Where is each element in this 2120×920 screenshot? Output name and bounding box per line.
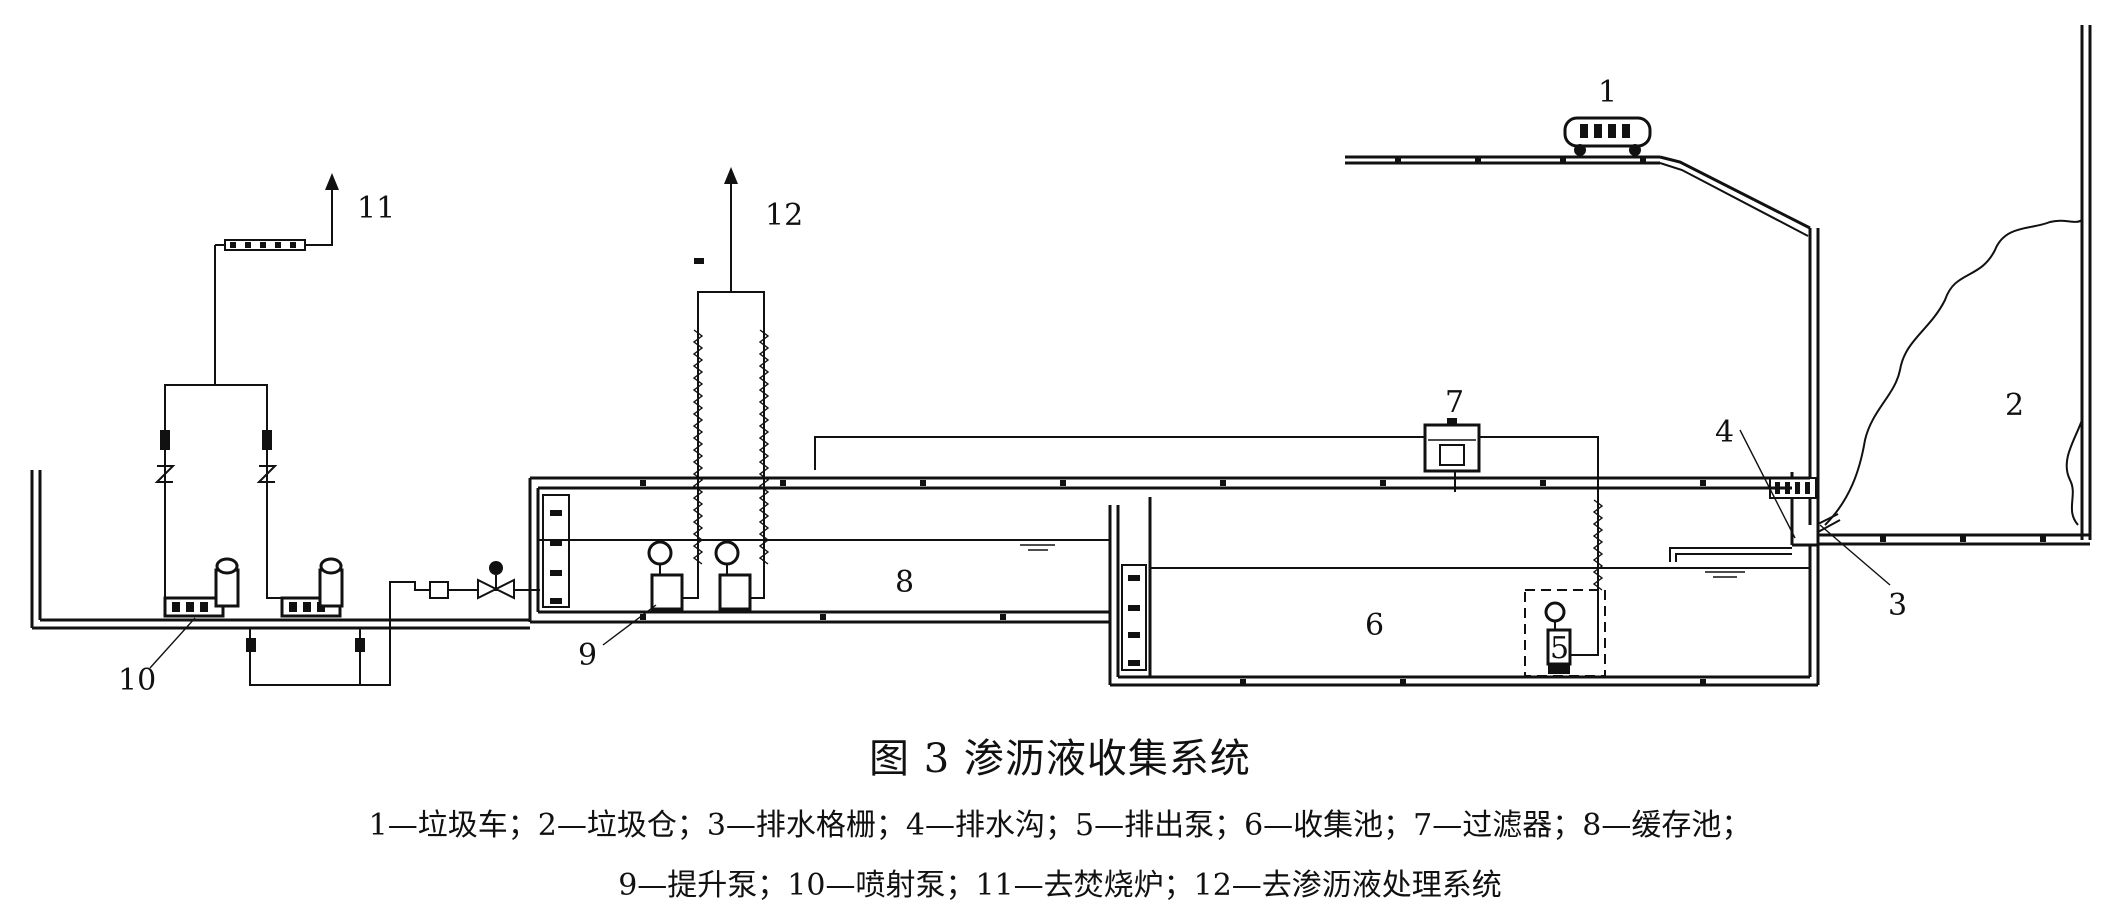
garbage-bunker [1345, 25, 2092, 546]
figure-legend-line-2: 9—提升泵；10—喷射泵；11—去焚烧炉；12—去渗沥液处理系统 [618, 868, 1502, 903]
riser-pipes [692, 167, 770, 580]
left-floor [30, 470, 530, 686]
label-1: 1 [1598, 75, 1617, 110]
filter-icon [1423, 418, 1481, 473]
label-6: 6 [1365, 608, 1384, 643]
label-9: 9 [578, 638, 597, 673]
label-2: 2 [2005, 388, 2024, 423]
incinerator-feed-pipe [154, 173, 540, 600]
garbage-truck-icon [1563, 116, 1652, 156]
figure-legend-line-1: 1—垃圾车；2—垃圾仓；3—排水格栅；4—排水沟；5—排出泵；6—收集池；7—过… [368, 808, 1752, 843]
number-labels: 1 2 3 4 5 6 7 8 9 10 11 12 [118, 75, 2024, 698]
label-3: 3 [1888, 588, 1907, 623]
label-5: 5 [1550, 631, 1569, 666]
label-10: 10 [118, 663, 156, 698]
label-12: 12 [765, 198, 803, 233]
jet-pumps [163, 557, 344, 618]
filter-return-pipe [814, 436, 1599, 495]
figure-caption: 图 3 渗沥液收集系统 [869, 736, 1251, 782]
label-4: 4 [1715, 415, 1734, 450]
lift-pumps [647, 540, 765, 611]
label-7: 7 [1445, 385, 1464, 420]
buffer-tank [528, 476, 1810, 685]
leader-lines [149, 429, 1891, 669]
label-11: 11 [357, 191, 395, 226]
collection-tank [1110, 497, 1820, 687]
discharge-pump-icon [1524, 495, 1606, 677]
garbage-heap-outline [1824, 219, 2083, 526]
label-8: 8 [895, 565, 914, 600]
drain-grid [1817, 513, 1841, 533]
